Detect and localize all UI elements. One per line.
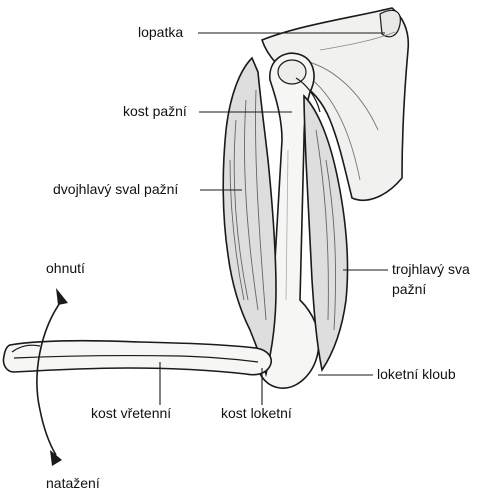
label-trojhlavy-line1: trojhlavý sva bbox=[392, 261, 470, 278]
arrow-down-icon bbox=[50, 450, 62, 466]
label-ohnuti: ohnutí bbox=[46, 260, 85, 277]
arrow-up-icon bbox=[56, 288, 68, 305]
motion-arc bbox=[37, 288, 68, 466]
label-kost-loketni: kost loketní bbox=[221, 405, 292, 422]
label-lopatka: lopatka bbox=[138, 24, 183, 41]
label-natazeni: natažení bbox=[46, 475, 100, 492]
forearm-bones bbox=[3, 341, 271, 375]
label-loketni-kloub: loketní kloub bbox=[377, 366, 456, 383]
label-kost-vretenni: kost vřetenní bbox=[91, 405, 171, 422]
biceps-muscle bbox=[223, 58, 276, 374]
label-kost-pazni: kost pažní bbox=[123, 103, 187, 120]
label-trojhlavy-line2: pažní bbox=[392, 281, 426, 298]
label-dvojhlavy-sval-pazni: dvojhlavý sval pažní bbox=[53, 181, 178, 198]
